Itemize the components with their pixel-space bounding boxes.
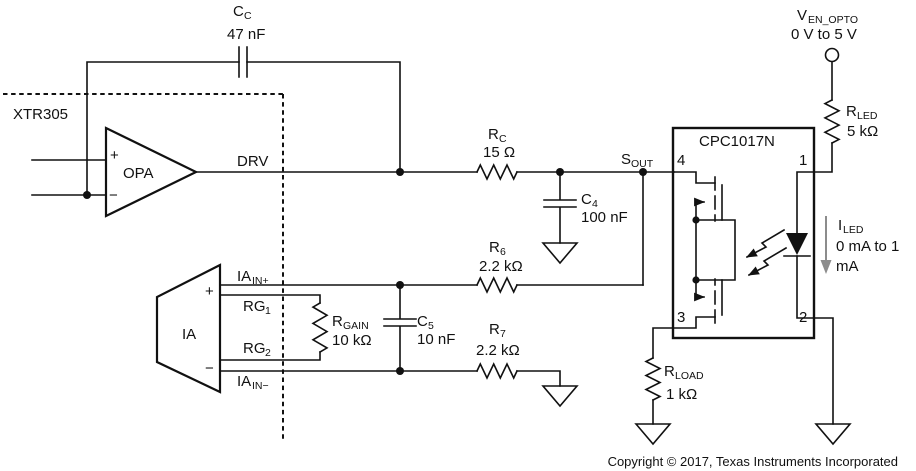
ia-in-plus-sub: IN+ [252, 275, 269, 287]
opa-amplifier: + − OPA [31, 126, 199, 218]
r6-value: 2.2 kΩ [479, 258, 523, 275]
rg1-sub: 1 [265, 305, 271, 317]
c4-ref: C [581, 191, 592, 208]
junction-dot [692, 216, 700, 224]
ground-symbol [634, 423, 672, 446]
ia-in-minus-sub: IN− [252, 380, 269, 392]
cc-value: 47 nF [227, 26, 265, 43]
rled-ref: R [846, 103, 857, 120]
pin-1-label: 1 [799, 152, 807, 169]
copyright-notice: Copyright © 2017, Texas Instruments Inco… [608, 454, 898, 469]
rled-value: 5 kΩ [847, 123, 878, 140]
rgain-ref-sub: GAIN [343, 320, 369, 332]
rload-ref-sub: LOAD [675, 370, 704, 382]
ground-symbol [814, 423, 852, 446]
c5-ref-sub: 5 [428, 320, 434, 332]
r6-resistor: R 6 2.2 kΩ [475, 239, 523, 294]
ia-label: IA [182, 326, 196, 343]
rc-value: 15 Ω [483, 144, 515, 161]
light-arrows [745, 228, 788, 277]
rgain-value: 10 kΩ [332, 332, 372, 349]
iled-current-arrow: I LED 0 mA to 1 mA [820, 216, 899, 275]
ia-in-plus-label: IA [237, 268, 251, 285]
junction-dot [396, 367, 404, 375]
rg1-label: RG [243, 298, 266, 315]
ia-plus-sign: + [205, 283, 214, 300]
junction-dot [83, 191, 91, 199]
rg2-sub: 2 [265, 347, 271, 359]
cc-ref-sub: C [244, 10, 252, 22]
ven-opto-terminal: V EN_OPTO 0 V to 5 V [791, 7, 858, 63]
c5-capacitor: C 5 10 nF [383, 284, 455, 372]
r7-resistor: R 7 2.2 kΩ [219, 321, 579, 408]
ven-range: 0 V to 5 V [791, 26, 857, 43]
opa-label: OPA [123, 165, 154, 182]
mosfet-bottom [673, 278, 723, 329]
cc-capacitor: C C 47 nF [86, 3, 401, 196]
led-symbol [783, 171, 815, 319]
mosfet-common-rails [692, 201, 736, 298]
c4-value: 100 nF [581, 209, 628, 226]
ven-label-sub: EN_OPTO [808, 14, 858, 26]
rled-resistor: R LED 5 kΩ [813, 61, 878, 173]
ia-in-plus-net [219, 281, 644, 289]
optocoupler-part-label: CPC1017N [699, 133, 775, 150]
rc-ref-sub: C [499, 133, 507, 145]
ven-label: V [797, 7, 807, 24]
ia-amplifier: IA + − [155, 263, 222, 394]
rc-ref: R [488, 126, 499, 143]
rload-resistor: R LOAD 1 kΩ [634, 327, 704, 446]
r7-ref: R [489, 321, 500, 338]
terminal-circle [824, 47, 840, 63]
xtr305-label: XTR305 [13, 106, 68, 123]
junction-dot [396, 168, 404, 176]
mosfet-top [673, 171, 723, 222]
c4-capacitor: C 4 100 nF [541, 171, 628, 265]
cc-ref: C [233, 3, 244, 20]
iled-label-sub: LED [843, 224, 864, 236]
xtr305-boundary: XTR305 [3, 93, 284, 440]
c5-value: 10 nF [417, 331, 455, 348]
rg2-label: RG [243, 340, 266, 357]
rgain-ref: R [332, 313, 343, 330]
rgain-resistor: R GAIN 10 kΩ [219, 294, 372, 361]
ia-minus-sign: − [205, 360, 214, 377]
pin-4-label: 4 [677, 152, 685, 169]
rc-resistor: R C 15 Ω [475, 126, 519, 181]
ia-in-minus-label: IA [237, 373, 251, 390]
junction-dot [692, 276, 700, 284]
rled-ref-sub: LED [857, 110, 878, 122]
sout-label-sub: OUT [631, 158, 654, 170]
pin-3-label: 3 [677, 309, 685, 326]
ground-symbol [541, 385, 579, 408]
iled-range-line1: 0 mA to 1 [836, 238, 899, 255]
c4-ref-sub: 4 [592, 198, 598, 210]
sout-label: S [621, 151, 631, 168]
pin2-ground-net [814, 317, 852, 446]
opa-minus-sign: − [109, 187, 118, 204]
r6-ref: R [489, 239, 500, 256]
sout-net: S OUT [621, 151, 654, 286]
rload-ref: R [664, 363, 675, 380]
ia-port-labels: IA IN+ RG 1 RG 2 IA IN− [237, 268, 271, 392]
ground-symbol [541, 242, 579, 265]
drv-net: DRV [195, 153, 675, 176]
r6-ref-sub: 6 [500, 246, 506, 258]
drv-label: DRV [237, 153, 268, 170]
cpc1017n-optocoupler: CPC1017N 4 1 3 2 [671, 126, 816, 340]
rload-value: 1 kΩ [666, 386, 697, 403]
r7-value: 2.2 kΩ [476, 342, 520, 359]
iled-label: I [838, 217, 842, 234]
c5-ref: C [417, 313, 428, 330]
r7-ref-sub: 7 [500, 328, 506, 340]
iled-range-line2: mA [836, 258, 859, 275]
opa-plus-sign: + [110, 147, 119, 164]
